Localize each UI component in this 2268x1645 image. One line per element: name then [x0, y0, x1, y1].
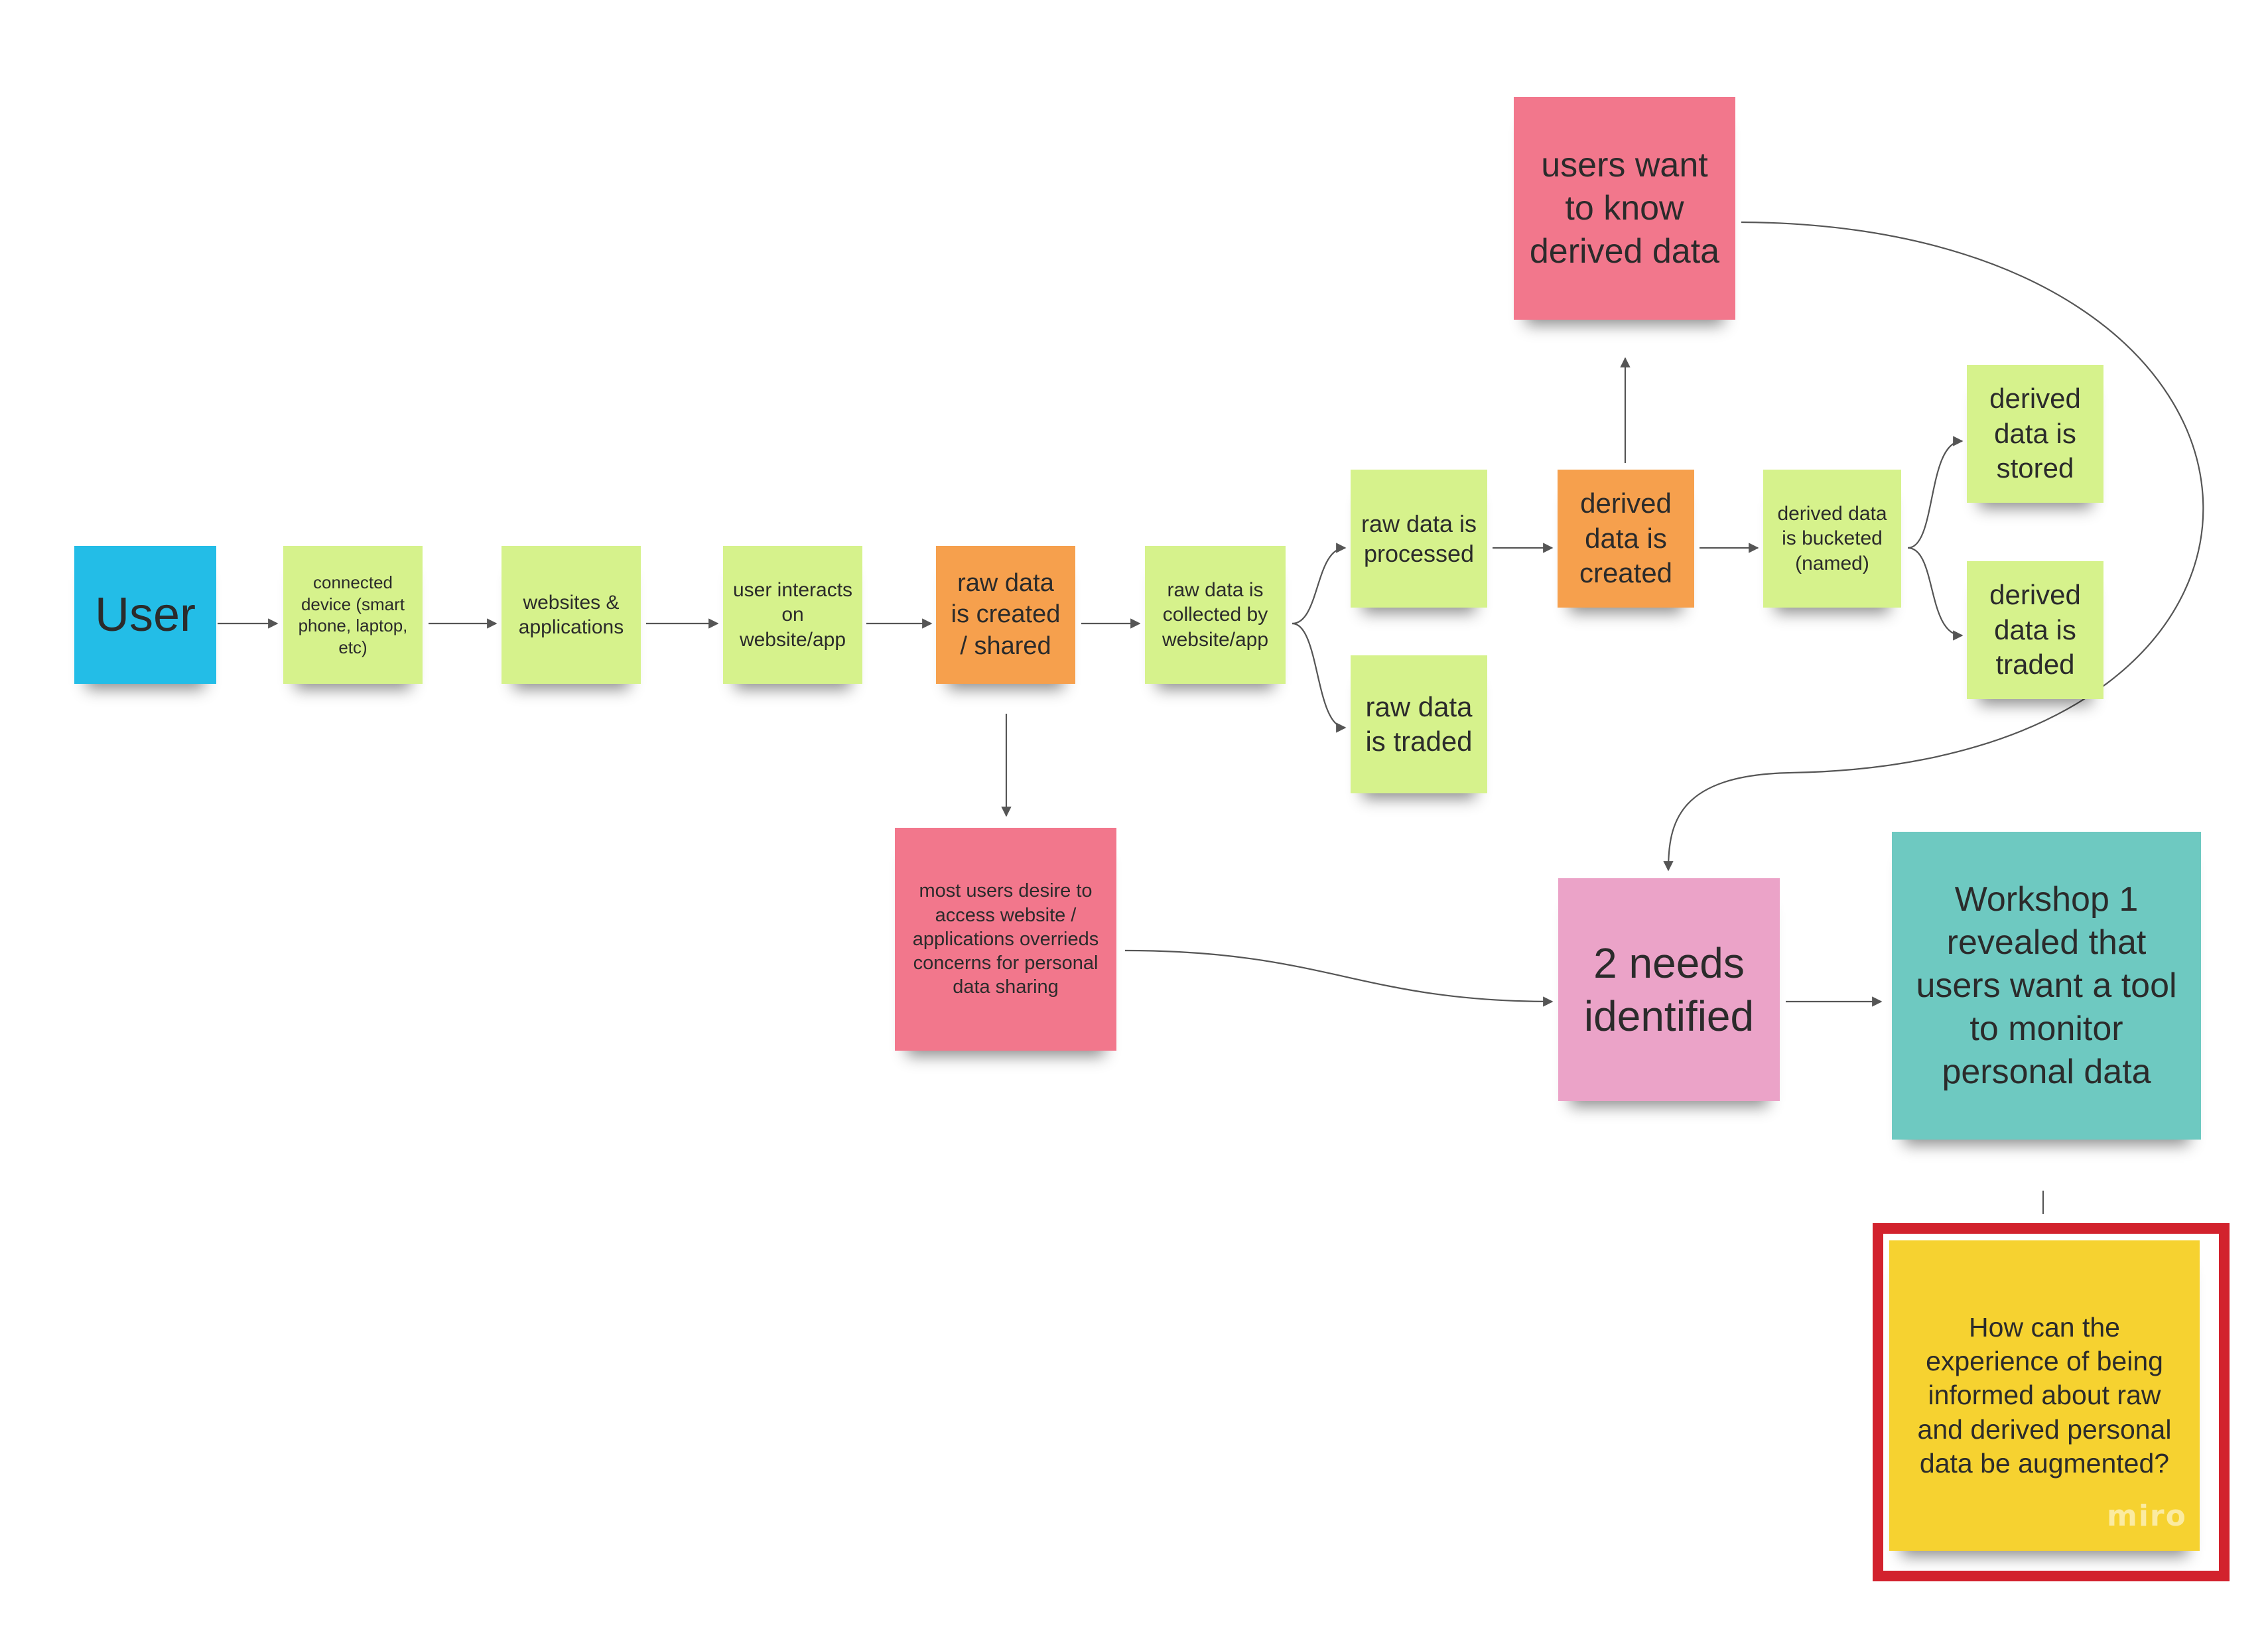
sticky-raw-data-processed-text: raw data is processed	[1361, 510, 1477, 567]
sticky-derived-data-traded-text: derived data is traded	[1989, 579, 2081, 681]
connector-bucketed-to-stored	[1907, 436, 1964, 549]
sticky-user-interacts-text: user interacts on website/app	[732, 578, 853, 651]
sticky-user[interactable]: User	[74, 546, 216, 684]
miro-watermark: miro	[2107, 1499, 2187, 1533]
sticky-raw-data-traded-text: raw data is traded	[1365, 691, 1473, 757]
sticky-derived-data-created[interactable]: derived data is created	[1558, 470, 1694, 608]
sticky-connected-device[interactable]: connected device (smart phone, laptop, e…	[283, 546, 423, 684]
sticky-question-text: How can the experience of being informed…	[1917, 1311, 2172, 1479]
sticky-raw-data-collected-text: raw data is collected by website/app	[1162, 578, 1269, 651]
sticky-derived-data-traded[interactable]: derived data is traded	[1967, 561, 2103, 699]
sticky-raw-data-created-text: raw data is created / shared	[951, 568, 1061, 660]
highlight-frame	[1873, 1223, 2230, 1581]
sticky-question[interactable]: How can the experience of being informed…	[1889, 1240, 2200, 1551]
sticky-user-interacts[interactable]: user interacts on website/app	[723, 546, 862, 684]
sticky-raw-data-collected[interactable]: raw data is collected by website/app	[1145, 546, 1286, 684]
sticky-user-text: User	[94, 588, 196, 641]
connector-want-know-to-needs	[1663, 221, 2204, 872]
sticky-needs-identified[interactable]: 2 needs identified	[1558, 878, 1780, 1101]
sticky-raw-data-processed[interactable]: raw data is processed	[1351, 470, 1487, 608]
sticky-websites-applications[interactable]: websites & applications	[501, 546, 641, 684]
connector-bucketed-to-derived-traded	[1907, 547, 1964, 641]
sticky-derived-data-stored-text: derived data is stored	[1989, 383, 2081, 484]
sticky-users-desire[interactable]: most users desire to access website / ap…	[895, 828, 1116, 1051]
sticky-derived-data-bucketed-text: derived data is bucketed (named)	[1777, 502, 1887, 574]
connector-users-desire-to-needs	[1124, 949, 1554, 1007]
sticky-connected-device-text: connected device (smart phone, laptop, e…	[298, 572, 408, 657]
sticky-workshop-revealed[interactable]: Workshop 1 revealed that users want a to…	[1892, 832, 2201, 1140]
sticky-raw-data-created[interactable]: raw data is created / shared	[936, 546, 1075, 684]
sticky-workshop-revealed-text: Workshop 1 revealed that users want a to…	[1916, 880, 2177, 1091]
connector-collected-to-processed	[1292, 543, 1347, 625]
sticky-users-want-to-know[interactable]: users want to know derived data	[1514, 97, 1735, 320]
sticky-raw-data-traded[interactable]: raw data is traded	[1351, 655, 1487, 793]
sticky-derived-data-created-text: derived data is created	[1579, 488, 1673, 589]
sticky-users-want-to-know-text: users want to know derived data	[1529, 145, 1720, 271]
sticky-derived-data-stored[interactable]: derived data is stored	[1967, 365, 2103, 503]
sticky-needs-identified-text: 2 needs identified	[1583, 939, 1755, 1040]
sticky-websites-applications-text: websites & applications	[518, 591, 624, 639]
sticky-derived-data-bucketed[interactable]: derived data is bucketed (named)	[1763, 470, 1901, 608]
sticky-users-desire-text: most users desire to access website / ap…	[912, 880, 1099, 998]
connector-collected-to-raw-traded	[1292, 622, 1347, 733]
